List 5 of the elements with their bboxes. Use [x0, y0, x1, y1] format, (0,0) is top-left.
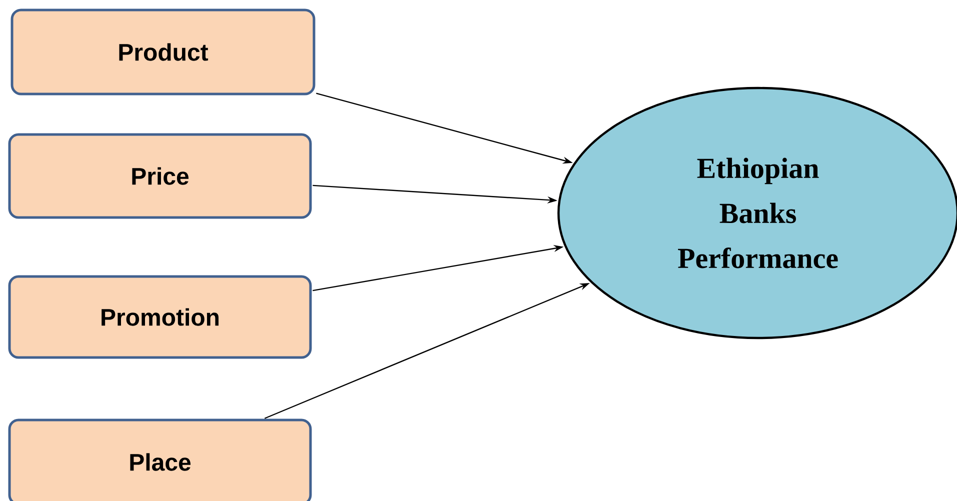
factor-box: Price — [8, 133, 312, 219]
factor-box: Promotion — [8, 275, 312, 359]
ellipse-node: Ethiopian Banks Performance — [557, 86, 957, 340]
factor-box: Product — [10, 8, 316, 96]
factor-box: Place — [8, 418, 312, 501]
